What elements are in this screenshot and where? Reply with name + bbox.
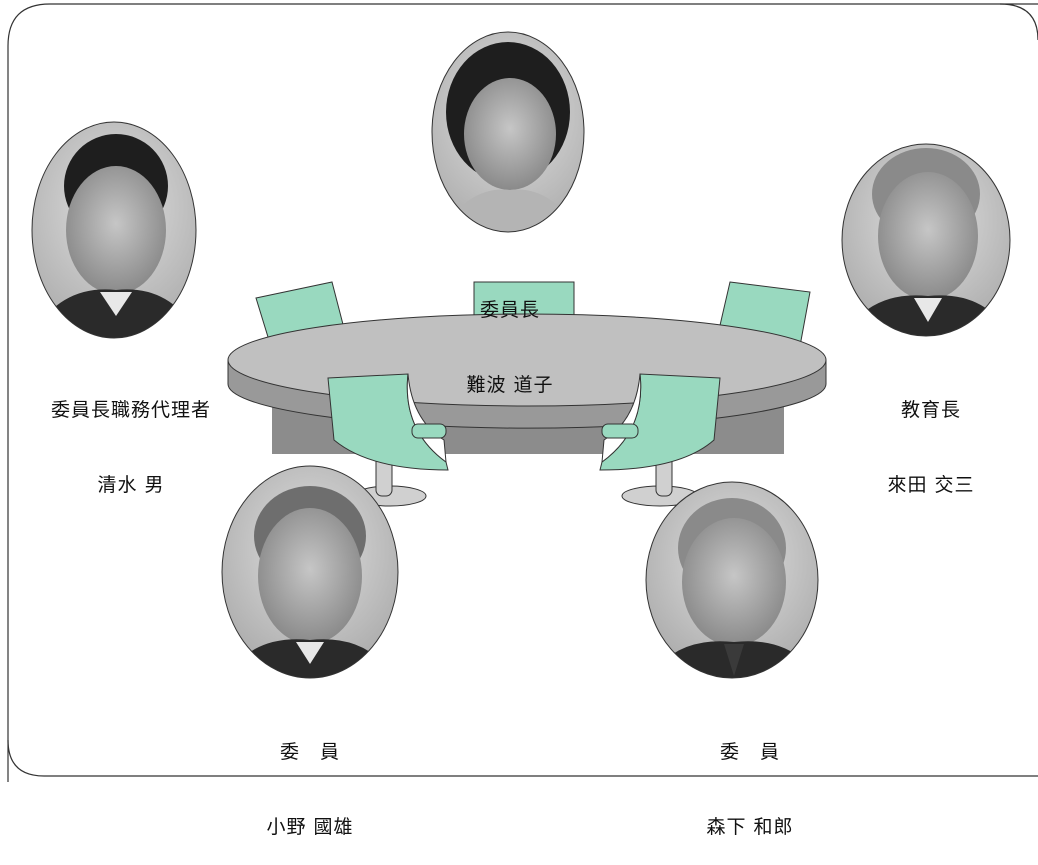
- portrait-member-morishita-photo: [645, 481, 819, 679]
- front-chair-left: [327, 373, 449, 507]
- slide-frame-bottom: [7, 739, 1038, 777]
- slide-frame-right: [999, 3, 1038, 41]
- label-deputy: 委員長職務代理者 清水 男: [24, 348, 238, 523]
- portrait-chair-photo: [431, 31, 585, 233]
- role-superintendent: 教育長: [900, 399, 961, 421]
- slide-frame: [7, 3, 1038, 782]
- name-member-morishita: 森下 和郎: [706, 816, 794, 838]
- front-chair-right: [599, 373, 721, 507]
- label-member-morishita: 委 員 森下 和郎: [680, 690, 820, 865]
- name-superintendent: 來田 交三: [887, 474, 975, 496]
- name-member-ono: 小野 國雄: [266, 816, 354, 838]
- name-deputy: 清水 男: [97, 474, 165, 496]
- role-member-ono: 委 員: [279, 741, 340, 763]
- role-chair: 委員長: [479, 299, 540, 321]
- label-superintendent: 教育長 來田 交三: [856, 348, 1006, 523]
- role-member-morishita: 委 員: [719, 741, 780, 763]
- label-chair: 委員長 難波 道子: [440, 248, 580, 423]
- portrait-superintendent-photo: [841, 143, 1011, 337]
- board-diagram: [7, 3, 1038, 782]
- role-deputy: 委員長職務代理者: [50, 399, 211, 421]
- portrait-deputy-photo: [31, 121, 197, 339]
- label-member-ono: 委 員 小野 國雄: [240, 690, 380, 865]
- name-chair: 難波 道子: [466, 374, 554, 396]
